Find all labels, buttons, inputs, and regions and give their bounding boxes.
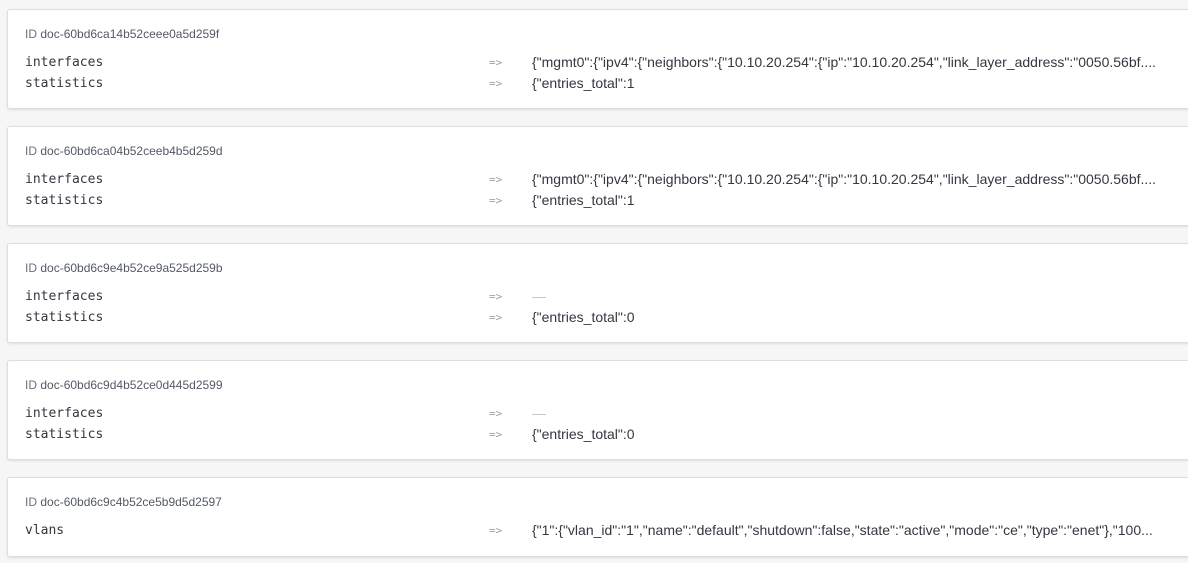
field-arrow: => <box>489 524 503 537</box>
document-id-label: ID <box>25 261 37 275</box>
field-value: {"entries_total":0 <box>532 426 635 442</box>
document-id-value: doc-60bd6c9c4b52ce5b9d5d2597 <box>40 495 222 509</box>
field-key: statistics <box>25 76 104 91</box>
document-id: ID doc-60bd6c9d4b52ce0d445d2599 <box>25 378 223 392</box>
document-id-value: doc-60bd6c9e4b52ce9a525d259b <box>40 261 223 275</box>
document-card[interactable]: ID doc-60bd6ca04b52ceeb4b5d259d interface… <box>7 126 1188 226</box>
field-row: statistics => {"entries_total":1 <box>8 190 1188 211</box>
field-row: vlans => {"1":{"vlan_id":"1","name":"defau… <box>8 520 1188 541</box>
field-arrow: => <box>489 77 503 90</box>
field-value: {"1":{"vlan_id":"1","name":"default","sh… <box>532 522 1153 538</box>
field-value: {"mgmt0":{"ipv4":{"neighbors":{"10.10.20… <box>532 171 1157 187</box>
document-id-label: ID <box>25 27 37 41</box>
field-key: vlans <box>25 523 65 538</box>
field-key: interfaces <box>25 289 104 304</box>
field-key: statistics <box>25 193 104 208</box>
document-id: ID doc-60bd6c9c4b52ce5b9d5d2597 <box>25 495 222 509</box>
field-value: {"mgmt0":{"ipv4":{"neighbors":{"10.10.20… <box>532 54 1157 70</box>
field-row: statistics => {"entries_total":0 <box>8 424 1188 445</box>
field-arrow: => <box>489 56 503 69</box>
field-row: statistics => {"entries_total":0 <box>8 307 1188 328</box>
document-id: ID doc-60bd6c9e4b52ce9a525d259b <box>25 261 223 275</box>
document-card[interactable]: ID doc-60bd6c9d4b52ce0d445d2599 interface… <box>7 360 1188 460</box>
field-row: interfaces => {"mgmt0":{"ipv4":{"neighbors… <box>8 52 1188 73</box>
field-value: {"entries_total":1 <box>532 192 635 208</box>
document-id-value: doc-60bd6ca14b52ceee0a5d259f <box>40 27 220 41</box>
document-card[interactable]: ID doc-60bd6c9e4b52ce9a525d259b interface… <box>7 243 1188 343</box>
document-id-label: ID <box>25 144 37 158</box>
document-id: ID doc-60bd6ca14b52ceee0a5d259f <box>25 27 219 41</box>
field-key: interfaces <box>25 172 104 187</box>
document-id-label: ID <box>25 378 37 392</box>
field-arrow: => <box>489 290 503 303</box>
field-arrow: => <box>489 407 503 420</box>
field-value: {"entries_total":0 <box>532 309 635 325</box>
document-card[interactable]: ID doc-60bd6c9c4b52ce5b9d5d2597 vlans => {"… <box>7 477 1188 557</box>
document-id: ID doc-60bd6ca04b52ceeb4b5d259d <box>25 144 223 158</box>
field-key: statistics <box>25 310 104 325</box>
field-row: interfaces => — <box>8 286 1188 307</box>
field-value: {"entries_total":1 <box>532 75 635 91</box>
document-id-value: doc-60bd6c9d4b52ce0d445d2599 <box>40 378 223 392</box>
field-row: statistics => {"entries_total":1 <box>8 73 1188 94</box>
field-value-empty: — <box>532 405 546 421</box>
field-arrow: => <box>489 173 503 186</box>
document-id-value: doc-60bd6ca04b52ceeb4b5d259d <box>40 144 223 158</box>
document-id-label: ID <box>25 495 37 509</box>
field-value-empty: — <box>532 288 546 304</box>
field-arrow: => <box>489 428 503 441</box>
field-key: interfaces <box>25 55 104 70</box>
field-key: interfaces <box>25 406 104 421</box>
field-arrow: => <box>489 194 503 207</box>
field-key: statistics <box>25 427 104 442</box>
field-row: interfaces => {"mgmt0":{"ipv4":{"neighbors… <box>8 169 1188 190</box>
field-row: interfaces => — <box>8 403 1188 424</box>
document-card[interactable]: ID doc-60bd6ca14b52ceee0a5d259f interface… <box>7 9 1188 109</box>
field-arrow: => <box>489 311 503 324</box>
